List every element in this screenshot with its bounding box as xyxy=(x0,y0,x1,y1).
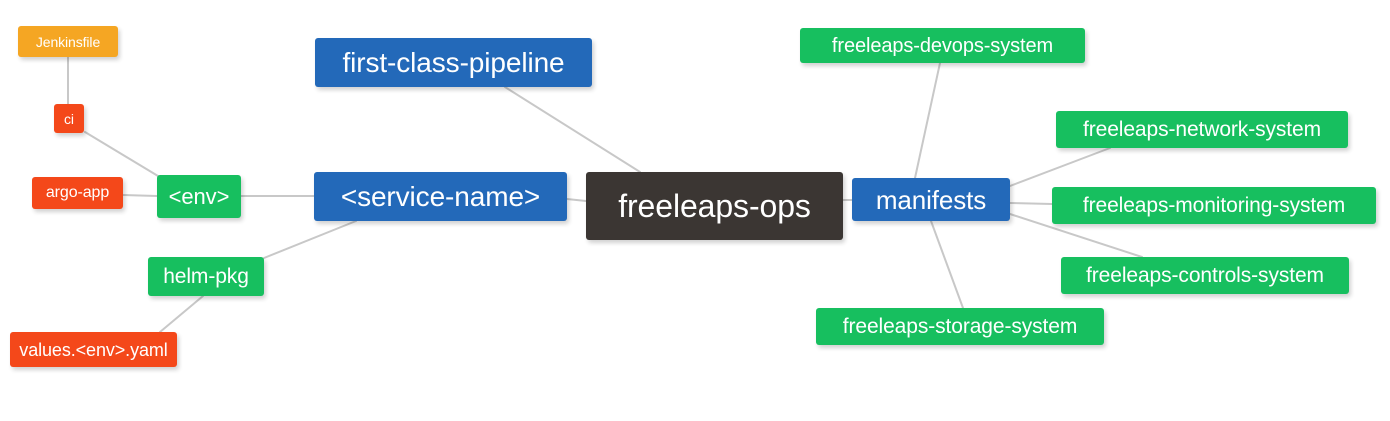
mindmap-node-jenkinsfile[interactable]: Jenkinsfile xyxy=(18,26,118,57)
mindmap-node-label: <service-name> xyxy=(340,180,541,212)
mindmap-node-freeleaps-ops[interactable]: freeleaps-ops xyxy=(586,172,843,240)
edge-service-ops xyxy=(566,198,587,202)
edge-argoapp-env xyxy=(122,194,158,197)
mindmap-node-freeleaps-controls-system[interactable]: freeleaps-controls-system xyxy=(1061,257,1349,294)
mindmap-node-env[interactable]: <env> xyxy=(157,175,241,218)
mindmap-node-label: Jenkinsfile xyxy=(35,33,101,50)
mindmap-node-label: ci xyxy=(64,110,74,127)
mindmap-node-argo-app[interactable]: argo-app xyxy=(32,177,123,209)
mindmap-node-freeleaps-network-system[interactable]: freeleaps-network-system xyxy=(1056,111,1348,148)
mindmap-node-label: values.<env>.yaml xyxy=(19,339,168,360)
mindmap-node-freeleaps-storage-system[interactable]: freeleaps-storage-system xyxy=(816,308,1104,345)
mindmap-node-label: helm-pkg xyxy=(163,265,249,288)
edge-manifests-storage xyxy=(930,220,964,309)
mindmap-node-first-class-pipeline[interactable]: first-class-pipeline xyxy=(315,38,592,87)
mindmap-node-helm-pkg[interactable]: helm-pkg xyxy=(148,257,264,296)
edge-ci-env xyxy=(84,131,159,177)
edge-manifests-network xyxy=(1009,147,1111,187)
mindmap-node-label: <env> xyxy=(168,183,230,209)
mindmap-node-values-yaml[interactable]: values.<env>.yaml xyxy=(10,332,177,367)
mindmap-node-ci[interactable]: ci xyxy=(54,104,84,133)
mindmap-node-label: freeleaps-ops xyxy=(618,188,811,224)
mindmap-node-label: first-class-pipeline xyxy=(342,46,565,78)
mindmap-node-service-name[interactable]: <service-name> xyxy=(314,172,567,221)
mindmap-node-label: freeleaps-monitoring-system xyxy=(1082,194,1346,217)
edge-manifests-devops xyxy=(914,62,941,179)
mindmap-node-manifests[interactable]: manifests xyxy=(852,178,1010,221)
mindmap-node-label: argo-app xyxy=(45,184,110,201)
mindmap-node-label: manifests xyxy=(875,184,987,215)
edge-helm-service xyxy=(263,220,357,259)
mindmap-node-label: freeleaps-controls-system xyxy=(1086,264,1324,287)
mindmap-node-label: freeleaps-network-system xyxy=(1082,118,1321,141)
mindmap-node-freeleaps-devops-system[interactable]: freeleaps-devops-system xyxy=(800,28,1085,63)
mindmap-node-freeleaps-monitoring-system[interactable]: freeleaps-monitoring-system xyxy=(1052,187,1376,224)
mindmap-node-label: freeleaps-storage-system xyxy=(842,315,1078,338)
mindmap-node-label: freeleaps-devops-system xyxy=(831,34,1054,57)
edge-pipeline-ops xyxy=(504,86,641,173)
edge-manifests-monitoring xyxy=(1009,202,1053,205)
edge-values-helm xyxy=(159,295,204,333)
